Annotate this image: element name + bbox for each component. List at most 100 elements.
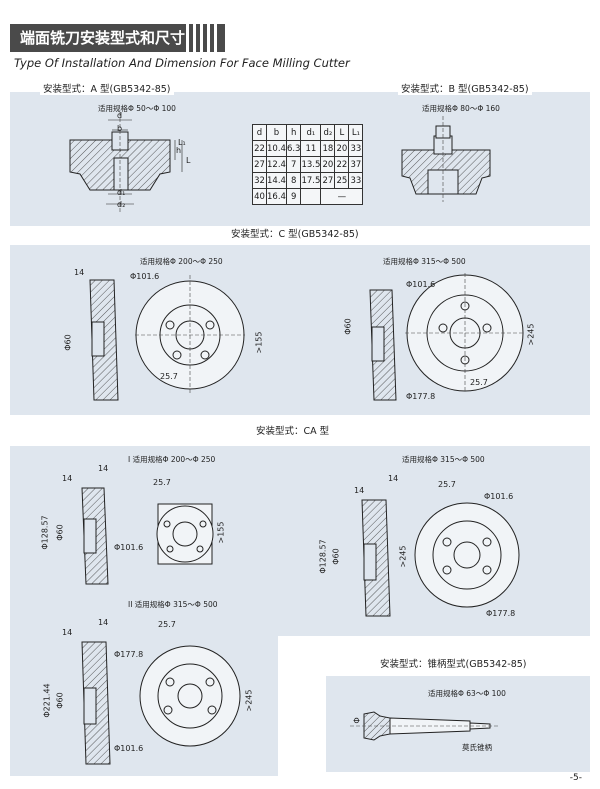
table-header: b (266, 124, 287, 141)
spec-ca-2: II 适用规格Φ 315～Φ 500 (128, 600, 218, 609)
dim-14-ca1-a: 14 (62, 474, 73, 483)
label-c-type: 安装型式：C 型(GB5342-85) (228, 226, 362, 240)
table-header: d₂ (320, 124, 336, 141)
table-cell: 27 (320, 172, 336, 189)
table-cell: 18 (320, 140, 336, 157)
table-cell: 14.4 (266, 172, 287, 189)
dim-245-ca3: >245 (398, 545, 408, 568)
table-header: h (285, 124, 302, 141)
spec-ca-3: 适用规格Φ 315～Φ 500 (402, 455, 485, 464)
table-cell: 8 (285, 172, 302, 189)
table-cell: 7 (285, 156, 302, 173)
dim-60-ca1: Φ60 (55, 524, 65, 541)
table-cell: 17.5 (300, 172, 322, 189)
table-header: L (334, 124, 350, 141)
dim-a-d: d (117, 111, 123, 120)
dim-60-c-right: Φ60 (343, 318, 353, 335)
c-type-left-flange (135, 275, 245, 395)
spec-c-right: 适用规格Φ 315～Φ 500 (383, 257, 466, 266)
dim-a-L1: L₁ (178, 138, 186, 147)
dim-phi-taper: Φ (352, 717, 362, 724)
table-row: 4016.49 — (252, 188, 364, 205)
ca-type-3-flange (414, 502, 520, 608)
table-header: L₁ (348, 124, 364, 141)
spec-taper: 适用规格Φ 63～Φ 100 (428, 689, 506, 698)
table-cell: — (320, 188, 364, 205)
table-cell (300, 188, 322, 205)
dim-12857-ca3: Φ128.57 (318, 539, 328, 574)
table-cell: 13.5 (300, 156, 322, 173)
page-number: -5- (569, 773, 582, 783)
dim-155-ca1: >155 (216, 521, 226, 544)
dim-a-d1: d₁ (117, 188, 126, 197)
dim-14-ca2-b: 14 (98, 618, 109, 627)
ca-type-1-flange (156, 503, 214, 565)
label-b-type: 安装型式：B 型(GB5342-85) (398, 81, 532, 95)
c-type-right-section (369, 289, 397, 401)
table-cell: 40 (252, 188, 267, 205)
table-cell: 33 (348, 140, 364, 157)
table-cell: 9 (285, 188, 302, 205)
dim-1778-c-right: Φ177.8 (406, 392, 436, 401)
table-cell: 27 (252, 156, 267, 173)
c-type-right-flange (405, 273, 525, 393)
dim-257-ca1: 25.7 (153, 478, 171, 487)
ca-type-3-section (361, 499, 391, 617)
table-cell: 6.3 (285, 140, 302, 157)
dim-a-d2: d₂ (117, 200, 126, 209)
dim-14-ca1-b: 14 (98, 464, 109, 473)
dim-101-ca1: Φ101.6 (114, 543, 144, 552)
spec-b: 适用规格Φ 80～Φ 160 (422, 104, 500, 113)
table-cell: 22 (334, 156, 350, 173)
table-header-row: d b h d₁ d₂ L L₁ (252, 124, 364, 141)
table-cell: 11 (300, 140, 322, 157)
table-header: d (252, 124, 267, 141)
ca-type-2-flange (139, 645, 241, 747)
dim-101-c-right: Φ101.6 (406, 280, 436, 289)
table-cell: 20 (334, 140, 350, 157)
dim-22144-ca2: Φ221.44 (42, 683, 52, 718)
spec-a: 适用规格Φ 50～Φ 100 (98, 104, 176, 113)
spec-ca-1: I 适用规格Φ 200～Φ 250 (128, 455, 216, 464)
dim-101-ca3: Φ101.6 (484, 492, 514, 501)
table-cell: 10.4 (266, 140, 287, 157)
dim-101-c-left: Φ101.6 (130, 272, 160, 281)
dim-14-ca3-b: 14 (388, 474, 399, 483)
table-cell: 25 (334, 172, 350, 189)
dim-14-ca2-a: 14 (62, 628, 73, 637)
dim-60-c-left: Φ60 (63, 334, 73, 351)
b-type-drawing (401, 116, 491, 202)
ca-type-2-section (81, 641, 111, 765)
dim-101-ca2: Φ101.6 (114, 744, 144, 753)
table-header: d₁ (300, 124, 322, 141)
table-cell: 33 (348, 172, 364, 189)
spec-c-left: 适用规格Φ 200～Φ 250 (140, 257, 223, 266)
label-ca-type: 安装型式：CA 型 (256, 426, 330, 437)
table-cell: 16.4 (266, 188, 287, 205)
dim-60-ca2: Φ60 (55, 692, 65, 709)
dim-155-c-left: >155 (254, 331, 264, 354)
a-type-drawing (69, 112, 183, 212)
dim-a-b: b (117, 124, 123, 133)
dim-1778-ca2: Φ177.8 (114, 650, 144, 659)
dim-257-c-left: 25.7 (160, 372, 178, 381)
table-cell: 22 (252, 140, 267, 157)
section-subtitle: Type Of Installation And Dimension For F… (14, 56, 350, 70)
dim-257-ca3: 25.7 (438, 480, 456, 489)
dim-a-h: h (176, 146, 182, 155)
section-title: 端面铣刀安装型式和尺寸 (10, 24, 225, 52)
dim-14-ca3-a: 14 (354, 486, 365, 495)
dim-a-L: L (186, 156, 191, 165)
dim-245-c-right: >245 (526, 323, 536, 346)
c-type-left-section (89, 279, 119, 401)
label-taper-type: 安装型式：锥柄型式(GB5342-85) (380, 659, 527, 670)
dim-60-ca3: Φ60 (331, 548, 341, 565)
title-decoration (186, 24, 226, 52)
table-cell: 20 (320, 156, 336, 173)
taper-shank-drawing (350, 711, 500, 741)
taper-callout: 莫氏锥柄 (462, 743, 492, 752)
